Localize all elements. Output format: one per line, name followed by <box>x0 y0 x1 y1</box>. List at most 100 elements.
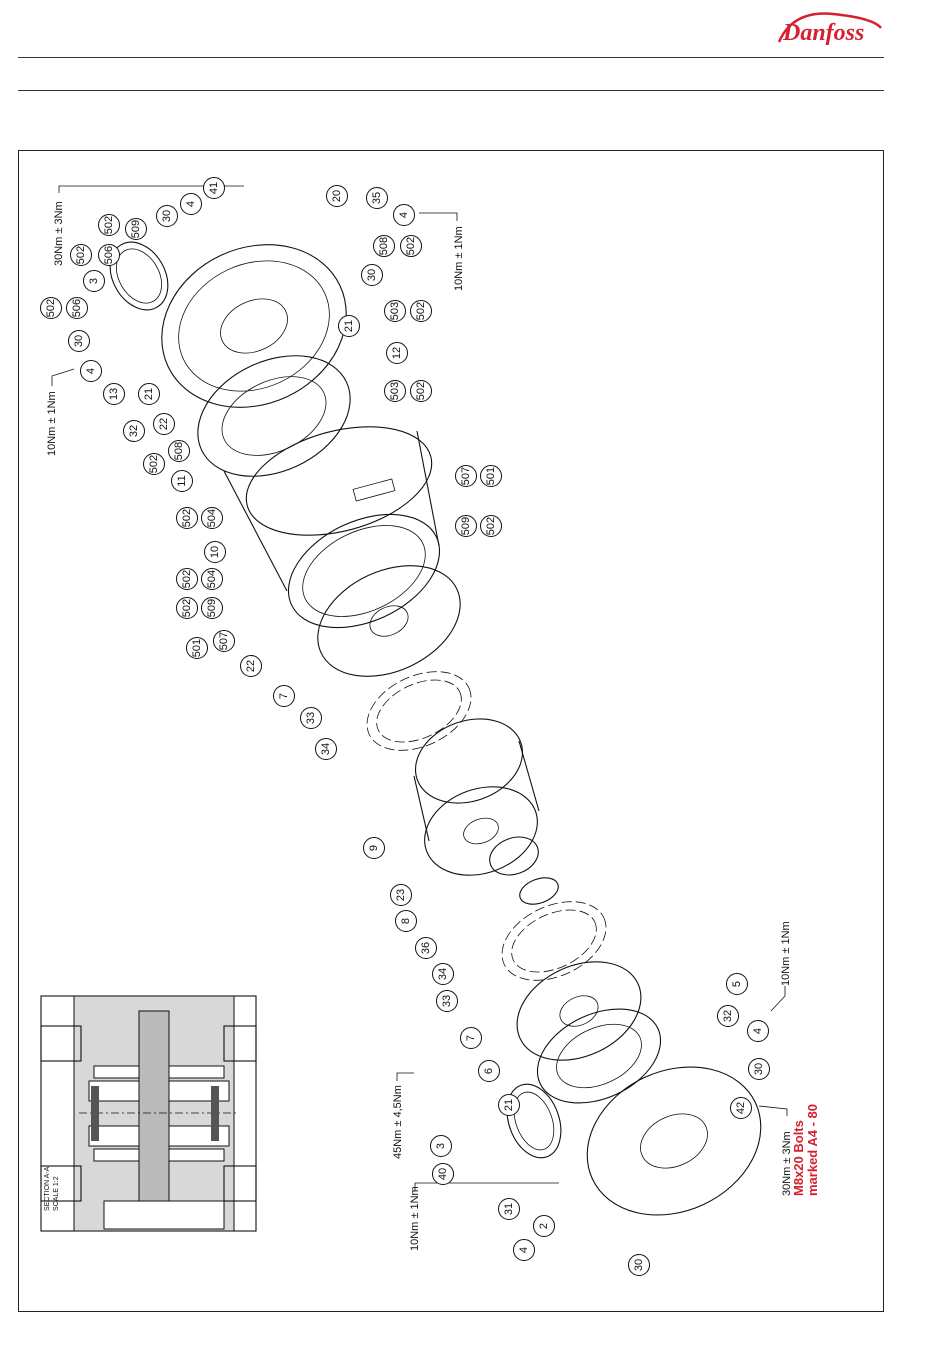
callout-label: 501 <box>191 639 203 657</box>
callout-b18: 12 <box>386 342 408 364</box>
section-view: SECTION A-A SCALE 1:2 <box>40 995 257 1232</box>
callout-label: 2 <box>538 1223 550 1229</box>
callout-circle <box>432 963 454 985</box>
callout-circle <box>80 360 102 382</box>
callout-b2: 4 <box>180 193 202 215</box>
callout-b1: 41 <box>203 177 225 199</box>
callout-circle <box>498 1094 520 1116</box>
callout-circle <box>240 655 262 677</box>
callout-b67: 4 <box>513 1239 535 1261</box>
callout-label: 34 <box>320 743 332 755</box>
callout-label: 8 <box>400 918 412 924</box>
callout-label: 502 <box>148 455 160 473</box>
callout-circle <box>338 315 360 337</box>
callout-label: 501 <box>485 467 497 485</box>
callout-label: 12 <box>391 347 403 359</box>
callout-label: 509 <box>206 599 218 617</box>
callout-circle <box>455 465 477 487</box>
callout-circle <box>125 218 147 240</box>
port-plate-11 <box>197 355 351 477</box>
callout-b28: 502 <box>410 380 432 402</box>
callout-circle <box>204 541 226 563</box>
callout-label: 21 <box>143 388 155 400</box>
callout-circle <box>415 937 437 959</box>
callout-label: 502 <box>485 517 497 535</box>
danfoss-logo: Danfoss <box>773 8 888 52</box>
callout-b66: 2 <box>533 1215 555 1237</box>
callout-label: 21 <box>503 1099 515 1111</box>
callout-b40: 504 <box>201 568 223 590</box>
callout-label: 31 <box>503 1203 515 1215</box>
callout-label: 30 <box>366 269 378 281</box>
piston-plate-7-upper <box>317 565 461 677</box>
callout-b4: 20 <box>326 185 348 207</box>
torque-30nm-top: 30Nm ± 3Nm <box>53 201 65 266</box>
callout-b8: 509 <box>125 218 147 240</box>
callout-circle <box>747 1020 769 1042</box>
callout-circle <box>533 1215 555 1237</box>
piston-rings-lower <box>501 901 607 981</box>
callout-circle <box>171 470 193 492</box>
housing-10 <box>223 426 441 629</box>
bolts-note-line2: marked A4 - 80 <box>805 1104 820 1196</box>
callout-circle <box>363 837 385 859</box>
callout-circle <box>98 244 120 266</box>
callout-b52: 36 <box>415 937 437 959</box>
callout-circle <box>138 383 160 405</box>
callout-circle <box>748 1058 770 1080</box>
callout-label: 9 <box>368 845 380 851</box>
callout-circle <box>726 973 748 995</box>
callout-b43: 501 <box>186 637 208 659</box>
callout-b63: 3 <box>430 1135 452 1157</box>
bolts-note-line1: M8x20 Bolts <box>791 1120 806 1196</box>
callout-b6: 4 <box>393 204 415 226</box>
callout-label: 507 <box>460 467 472 485</box>
callout-circle <box>186 637 208 659</box>
callout-circle <box>176 568 198 590</box>
callout-circle <box>717 1005 739 1027</box>
callout-circle <box>273 685 295 707</box>
callout-label: 36 <box>420 942 432 954</box>
shaft-spline <box>489 836 559 905</box>
callout-label: 33 <box>305 712 317 724</box>
callout-circle <box>393 204 415 226</box>
callout-label: 4 <box>398 212 410 218</box>
callout-label: 506 <box>71 299 83 317</box>
callout-b47: 33 <box>300 707 322 729</box>
callout-label: 4 <box>85 368 97 374</box>
callout-circle <box>730 1097 752 1119</box>
callout-label: 32 <box>722 1010 734 1022</box>
callout-label: 35 <box>371 192 383 204</box>
callout-b11: 3 <box>83 270 105 292</box>
callout-label: 3 <box>435 1143 447 1149</box>
callout-circle <box>326 185 348 207</box>
cylinder-block-9 <box>413 718 540 876</box>
rear-housing <box>161 244 347 408</box>
callout-b55: 7 <box>460 1027 482 1049</box>
callout-b35: 504 <box>201 507 223 529</box>
callout-b34: 502 <box>176 507 198 529</box>
callout-b19: 502 <box>40 297 62 319</box>
callout-label: 3 <box>88 278 100 284</box>
callout-b7: 502 <box>98 214 120 236</box>
callout-label: 508 <box>173 442 185 460</box>
callout-label: 32 <box>128 425 140 437</box>
callout-b23: 13 <box>103 383 125 405</box>
callout-label: 21 <box>343 320 355 332</box>
callout-b44: 507 <box>213 630 235 652</box>
callout-circle <box>373 235 395 257</box>
callout-b53: 34 <box>432 963 454 985</box>
callout-circle <box>386 342 408 364</box>
callout-b64: 40 <box>432 1163 454 1185</box>
callout-circle <box>480 465 502 487</box>
callout-b30: 508 <box>168 440 190 462</box>
callout-label: 503 <box>389 302 401 320</box>
callout-b62: 42 <box>730 1097 752 1119</box>
callout-b58: 32 <box>717 1005 739 1027</box>
rear-port-flange <box>109 241 169 311</box>
callout-label: 502 <box>405 237 417 255</box>
callout-label: 11 <box>176 475 188 486</box>
callout-b14: 30 <box>361 264 383 286</box>
callout-circle <box>410 380 432 402</box>
callout-circle <box>480 515 502 537</box>
